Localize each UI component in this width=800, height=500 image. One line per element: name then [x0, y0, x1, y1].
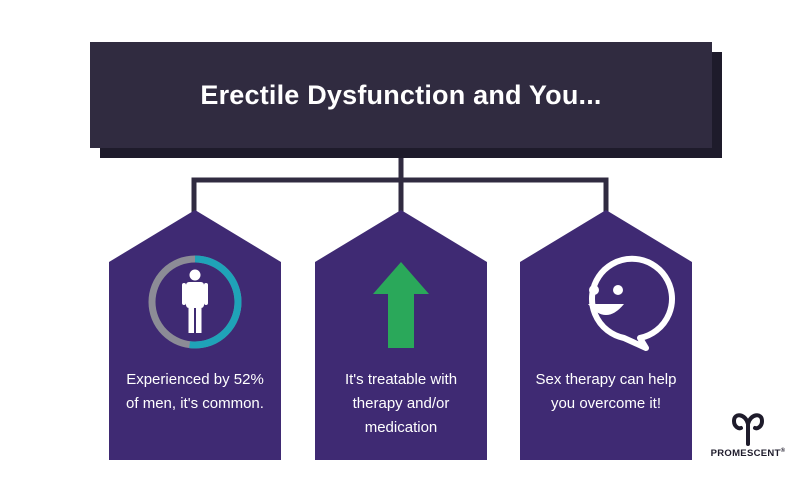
card-shape	[109, 210, 281, 460]
up-arrow-icon	[373, 262, 429, 348]
person-ring-icon	[148, 255, 242, 349]
smiley-speech-bubble-icon	[588, 255, 675, 351]
brand-registered-mark: ®	[780, 448, 786, 454]
card-caption: Experienced by 52% of men, it's common.	[126, 371, 264, 412]
card-treatable: It's treatable with therapy and/or medic…	[315, 210, 487, 460]
promescent-logo: PROMESCENT®	[708, 410, 788, 464]
title-banner: Erectile Dysfunction and You...	[90, 42, 712, 148]
brand-name: PROMESCENT®	[708, 448, 788, 459]
page-title: Erectile Dysfunction and You...	[200, 79, 602, 110]
aries-logo-icon	[731, 413, 765, 446]
card-shape	[520, 210, 692, 460]
card-caption: It's treatable with therapy and/or medic…	[344, 371, 458, 436]
card-common: Experienced by 52% of men, it's common.	[109, 210, 281, 460]
card-caption: Sex therapy can help you overcome it!	[535, 371, 677, 412]
brand-text: PROMESCENT	[710, 448, 781, 460]
card-therapy: Sex therapy can help you overcome it!	[520, 210, 692, 460]
